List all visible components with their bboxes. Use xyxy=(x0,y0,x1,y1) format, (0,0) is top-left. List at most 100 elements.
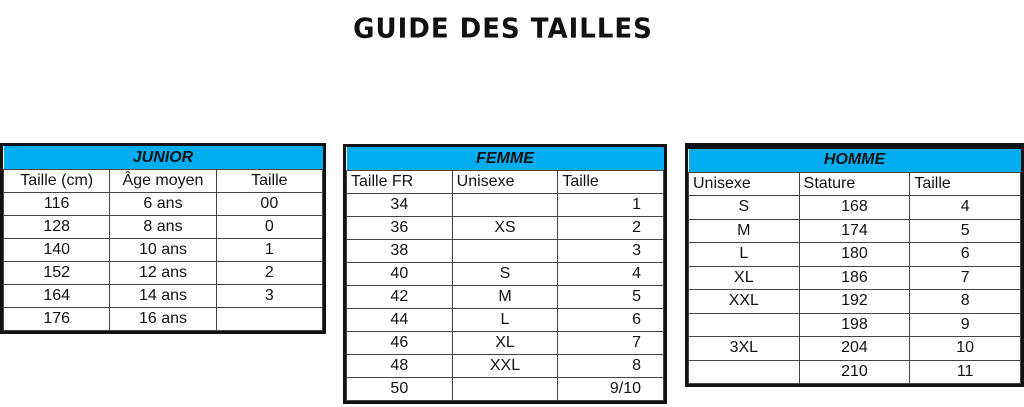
table-cell: XXL xyxy=(451,354,559,378)
table-cell: 12 ans xyxy=(109,261,217,285)
table-cell: 36 xyxy=(346,216,453,240)
table-cell: 5 xyxy=(557,285,664,309)
table-cell: 6 xyxy=(909,242,1021,267)
table-cell: 10 ans xyxy=(109,238,217,262)
table-cell: 128 xyxy=(2,215,111,239)
table-cell: 9 xyxy=(909,312,1021,337)
table-cell: 46 xyxy=(346,331,453,355)
table-cell: 116 xyxy=(2,192,111,216)
table-cell: 8 xyxy=(909,289,1021,314)
table-cell: 38 xyxy=(346,239,453,263)
table-row: 34 1 xyxy=(346,193,664,217)
table-cell: 168 xyxy=(798,195,911,220)
table-cell: 10 xyxy=(909,336,1021,361)
table-cell: 140 xyxy=(2,238,111,262)
column-header: Taille (cm) xyxy=(2,169,111,193)
column-header: Unisexe xyxy=(451,170,559,194)
table-cell: 7 xyxy=(909,265,1021,290)
table-title-row: JUNIOR xyxy=(3,146,323,170)
table-cell: 1 xyxy=(215,238,324,262)
table-cell: 00 xyxy=(215,192,324,216)
table-row: 38 3 xyxy=(346,239,664,263)
table-cell: XXL xyxy=(688,289,800,314)
table-cell: XL xyxy=(688,265,800,290)
page-title: GUIDE DES TAILLES xyxy=(353,13,653,45)
table-cell xyxy=(215,307,324,331)
table-cell: 50 xyxy=(346,377,453,401)
table-cell: 192 xyxy=(798,289,911,314)
table-cell xyxy=(451,239,559,263)
table-title-row: HOMME xyxy=(688,149,1021,172)
table-cell: 3 xyxy=(557,239,664,263)
table-cell: M xyxy=(688,218,800,243)
table-cell: 2 xyxy=(557,216,664,240)
column-header: Unisexe xyxy=(688,171,800,196)
table-cell: M xyxy=(451,285,559,309)
table-cell: 5 xyxy=(909,218,1021,243)
table-title: FEMME xyxy=(346,147,664,171)
table-cell: 176 xyxy=(2,307,111,331)
table-title: HOMME xyxy=(688,149,1021,172)
column-header: Taille FR xyxy=(346,170,453,194)
table-cell: 16 ans xyxy=(109,307,217,331)
table-cell: 0 xyxy=(215,215,324,239)
table-cell: L xyxy=(688,242,800,267)
table-cell: 48 xyxy=(346,354,453,378)
table-cell: 9/10 xyxy=(557,377,664,401)
table-cell xyxy=(451,193,559,217)
table-row: 50 9/10 xyxy=(346,377,664,401)
table-cell xyxy=(688,312,800,337)
table-cell: 40 xyxy=(346,262,453,286)
table-cell: 210 xyxy=(798,359,911,384)
table-cell: S xyxy=(451,262,559,286)
table-cell: 8 xyxy=(557,354,664,378)
table-cell: 8 ans xyxy=(109,215,217,239)
table-cell: 34 xyxy=(346,193,453,217)
table-cell: 198 xyxy=(798,312,911,337)
table-cell: 2 xyxy=(215,261,324,285)
table-title: JUNIOR xyxy=(3,146,323,170)
column-header: Taille xyxy=(909,171,1021,196)
table-cell: XL xyxy=(451,331,559,355)
table-cell: 3XL xyxy=(688,336,800,361)
table-cell xyxy=(688,359,800,384)
table-cell: 42 xyxy=(346,285,453,309)
table-cell: XS xyxy=(451,216,559,240)
table-cell: 44 xyxy=(346,308,453,332)
table-cell: 164 xyxy=(2,284,111,308)
column-header: Taille xyxy=(557,170,664,194)
table-cell: S xyxy=(688,195,800,220)
table-cell: 4 xyxy=(557,262,664,286)
table-cell: 1 xyxy=(557,193,664,217)
table-cell: 6 ans xyxy=(109,192,217,216)
table-cell: 14 ans xyxy=(109,284,217,308)
table-cell: 152 xyxy=(2,261,111,285)
table-cell: 180 xyxy=(798,242,911,267)
